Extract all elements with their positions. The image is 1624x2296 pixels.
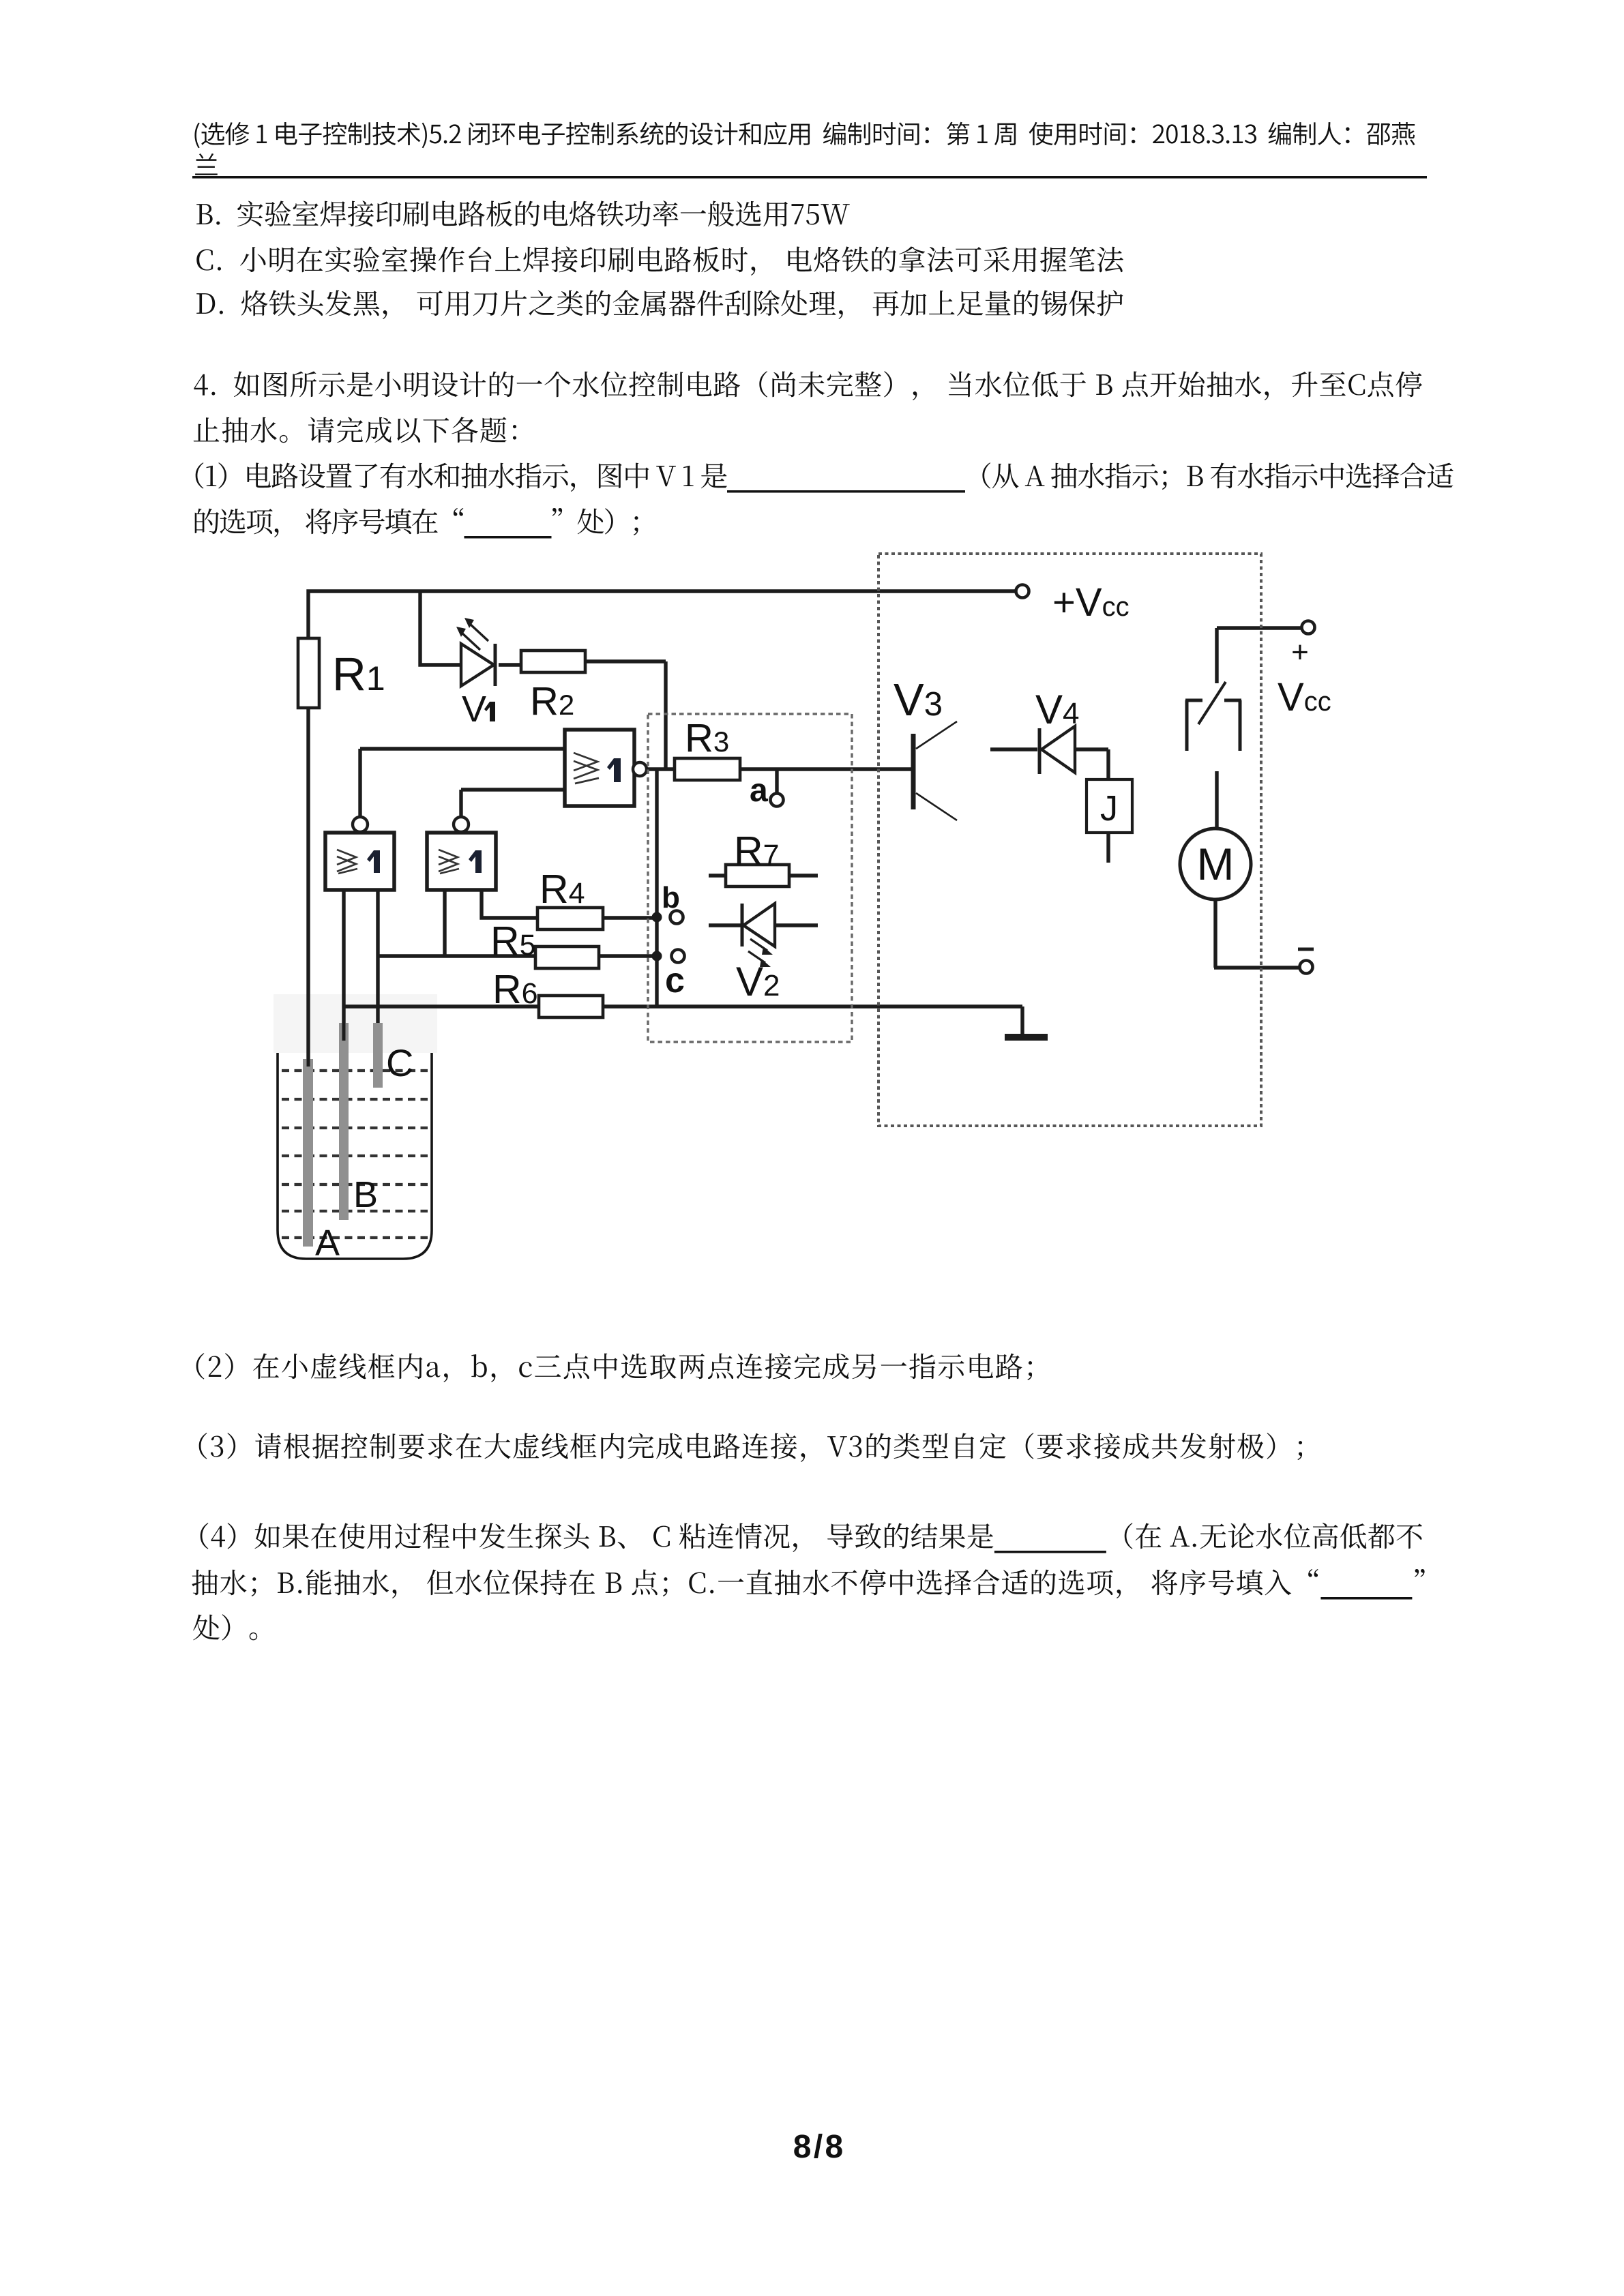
svg-text:B: B [353,1174,378,1215]
svg-text:R7: R7 [734,829,780,874]
svg-text:V3: V3 [894,674,943,726]
svg-text:J: J [1100,789,1118,829]
svg-text:a: a [750,773,768,809]
svg-text:R3: R3 [685,716,729,760]
svg-text:C: C [386,1041,413,1084]
svg-text:+: + [1291,636,1309,669]
svg-text:V4: V4 [1035,687,1080,732]
svg-text:R1: R1 [332,648,385,700]
svg-text:V: V [462,689,486,730]
svg-text:+Vcc: +Vcc [1052,580,1130,625]
svg-text:V2: V2 [736,959,780,1004]
svg-text:R5: R5 [490,919,536,964]
svg-text:R4: R4 [540,867,585,912]
svg-text:Vcc: Vcc [1278,675,1331,719]
svg-text:R6: R6 [492,967,538,1012]
svg-text:M: M [1197,839,1235,889]
svg-text:8 / 8: 8 / 8 [793,2129,843,2165]
svg-text:R2: R2 [530,679,574,724]
svg-text:b: b [662,881,680,914]
svg-text:c: c [665,961,685,1000]
svg-text:A: A [315,1223,340,1264]
